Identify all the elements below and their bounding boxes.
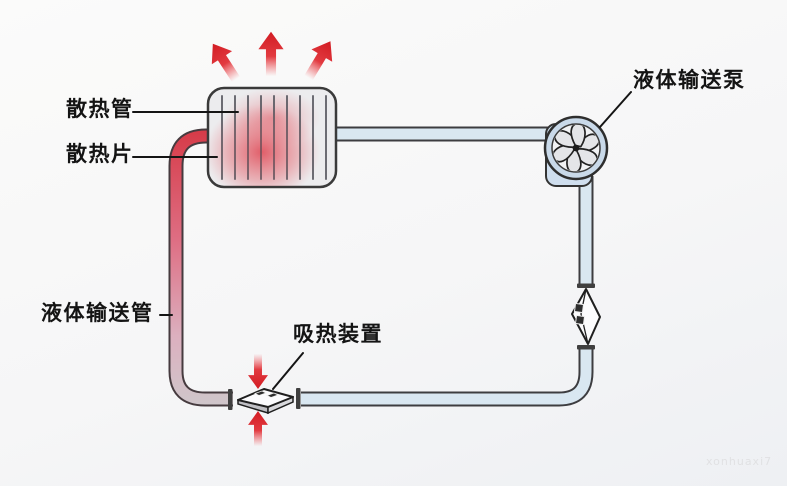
- label-radiator-fin: 散热片: [66, 142, 134, 166]
- heat-absorber-device: [237, 388, 294, 415]
- label-pump: 液体输送泵: [633, 68, 746, 92]
- label-transport-pipe: 液体输送管: [41, 301, 154, 325]
- pointer-pump: [599, 91, 632, 128]
- pointer-heat-absorber: [272, 352, 304, 390]
- pipe-hot-left: [168, 128, 233, 407]
- pipe-cold-bottom: [301, 347, 594, 407]
- label-radiator-pipe: 散热管: [66, 97, 134, 121]
- label-heat-absorber: 吸热装置: [293, 322, 383, 346]
- right-pipe-device: [571, 288, 601, 345]
- radiator: [206, 86, 338, 189]
- label-pointer-lines: [132, 91, 632, 390]
- pipe-end-caps: [228, 283, 595, 410]
- pump: [543, 115, 609, 187]
- watermark: xonhuaxi7: [706, 455, 773, 468]
- heat-out-arrows-icon: [202, 31, 341, 87]
- radiator-heat-glow-overlay: [209, 107, 317, 186]
